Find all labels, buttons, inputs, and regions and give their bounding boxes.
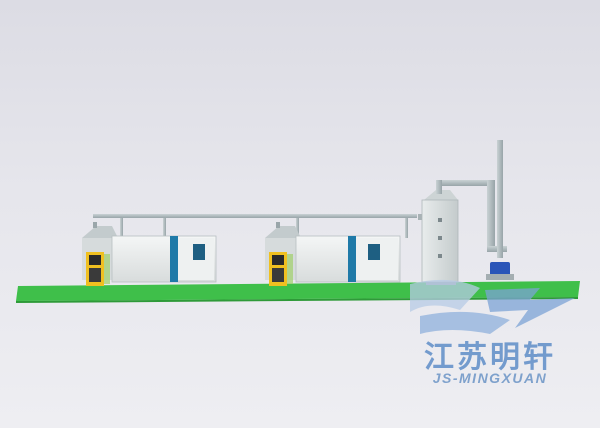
brand-watermark: 江苏明轩 JS-MINGXUAN	[390, 270, 590, 410]
dust-collector-unit-1	[82, 222, 217, 286]
dust-collector-unit-2	[265, 222, 401, 286]
brand-name-en: JS-MINGXUAN	[432, 370, 548, 386]
exhaust-stack	[436, 140, 514, 280]
overhead-duct	[93, 214, 424, 238]
brand-name-cn: 江苏明轩	[424, 340, 556, 375]
wave-arrow-logo-icon	[410, 279, 575, 334]
spray-tower	[421, 190, 459, 285]
